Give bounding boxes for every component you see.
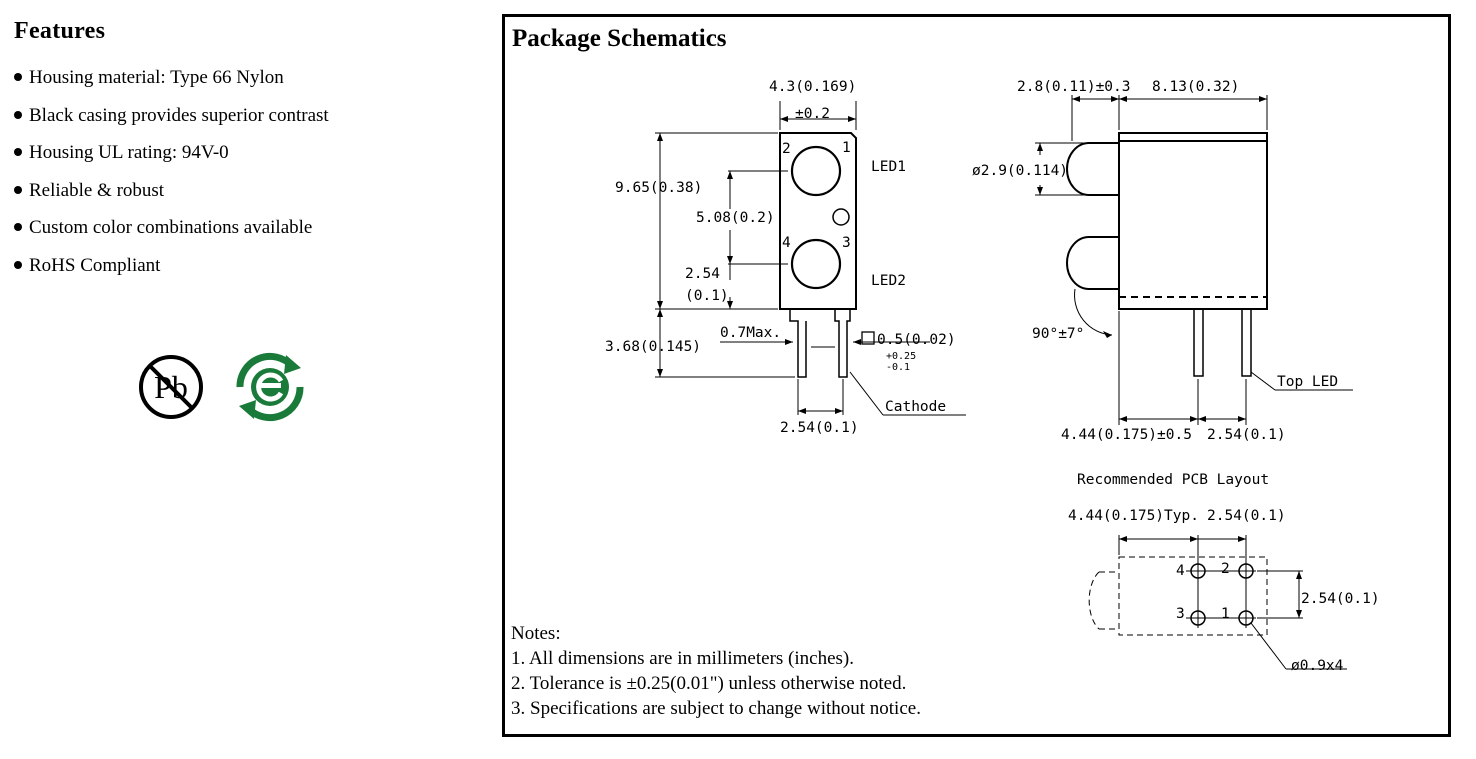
- side-view: [1035, 95, 1353, 425]
- front-lower-label-a: 2.54: [685, 266, 720, 282]
- front-lead-square-label: 0.5(0.02): [877, 332, 956, 348]
- front-height-label: 9.65(0.38): [615, 180, 702, 196]
- feature-item: Housing material: Type 66 Nylon: [14, 59, 484, 97]
- no-lead-icon: Pb: [139, 355, 203, 419]
- note-item: 2. Tolerance is ±0.25(0.01") unless othe…: [511, 673, 907, 694]
- pcb-pin-2: 2: [1221, 561, 1230, 577]
- front-lead-length-label: 3.68(0.145): [605, 339, 701, 355]
- side-led-bottom: [1066, 236, 1119, 290]
- front-lower-label-b: (0.1): [685, 288, 729, 304]
- front-cathode-label: Cathode: [885, 399, 946, 415]
- feature-item: Custom color combinations available: [14, 209, 484, 247]
- pcb-pin-3: 3: [1176, 606, 1185, 622]
- bullet-icon: [14, 260, 22, 269]
- front-width-label: 4.3(0.169): [769, 79, 856, 95]
- note-item: 1. All dimensions are in millimeters (in…: [511, 648, 854, 669]
- notes-block: Notes: 1. All dimensions are in millimet…: [511, 621, 921, 721]
- pcb-pitch-x-label: 2.54(0.1): [1207, 508, 1286, 524]
- features-list: Housing material: Type 66 Nylon Black ca…: [14, 59, 484, 284]
- side-led-top: [1066, 142, 1119, 196]
- bullet-icon: [14, 223, 22, 231]
- indicator-hole: [832, 208, 850, 226]
- led2-lens: [790, 238, 842, 290]
- feature-item: RoHS Compliant: [14, 247, 484, 285]
- notes-heading: Notes:: [511, 623, 561, 644]
- schematic-drawing: 4.3(0.169) ±0.2 9.65(0.38) 5.08(0.2) 2.5…: [605, 79, 1380, 674]
- front-view: [655, 101, 966, 416]
- front-width-tol-label: ±0.2: [795, 106, 830, 122]
- front-max-width-label: 0.7Max.: [720, 325, 781, 341]
- side-lead-offset-label: 4.44(0.175)±0.5: [1061, 427, 1192, 443]
- side-length-label: 8.13(0.32): [1152, 79, 1239, 95]
- pcb-outline: [1118, 556, 1268, 636]
- pcb-pitch-y-label: 2.54(0.1): [1301, 591, 1380, 607]
- dimension-arrows: [657, 96, 1302, 618]
- side-lead-right: [1241, 308, 1252, 377]
- feature-item: Housing UL rating: 94V-0: [14, 134, 484, 172]
- square-lead-icon: [861, 331, 875, 345]
- pcb-layout: [1088, 535, 1347, 670]
- pcb-holes-label: ø0.9x4: [1291, 658, 1344, 674]
- front-pin-4: 4: [782, 235, 791, 251]
- led1-lens: [790, 145, 842, 197]
- front-pin-2: 2: [782, 141, 791, 157]
- bullet-icon: [14, 185, 22, 194]
- front-pitch-label: 2.54(0.1): [780, 420, 859, 436]
- bullet-icon: [14, 73, 22, 81]
- green-e-recycle-icon: [236, 352, 304, 422]
- package-schematics-panel: Package Schematics: [502, 14, 1451, 737]
- led2-label: LED2: [871, 273, 906, 289]
- features-heading: Features: [14, 18, 106, 44]
- side-offset-label: 2.8(0.11)±0.3: [1017, 79, 1131, 95]
- front-spacing-label: 5.08(0.2): [696, 210, 775, 226]
- pcb-pin-1: 1: [1221, 606, 1230, 622]
- front-tol-plus-label: +0.25: [886, 351, 916, 362]
- front-housing: [779, 132, 857, 310]
- front-tol-minus-label: -0.1: [886, 362, 910, 373]
- pcb-title: Recommended PCB Layout: [1077, 472, 1269, 488]
- schematics-title: Package Schematics: [512, 25, 727, 52]
- front-lead-left: [789, 309, 807, 378]
- compliance-badges: Pb: [139, 352, 304, 422]
- side-top-led-label: Top LED: [1277, 374, 1338, 390]
- front-pin-3: 3: [842, 235, 851, 251]
- features-section: Features Housing material: Type 66 Nylon…: [14, 18, 484, 284]
- note-item: 3. Specifications are subject to change …: [511, 698, 921, 719]
- side-diameter-label: ø2.9(0.114): [972, 163, 1068, 179]
- pcb-typ-label: 4.44(0.175)Typ.: [1068, 508, 1199, 524]
- feature-item: Reliable & robust: [14, 172, 484, 210]
- front-lead-right: [834, 309, 851, 378]
- pcb-pin-4: 4: [1176, 563, 1185, 579]
- bullet-icon: [14, 110, 22, 119]
- side-housing: [1118, 132, 1268, 310]
- bullet-icon: [14, 148, 22, 156]
- side-angle-label: 90°±7°: [1032, 326, 1084, 342]
- feature-item: Black casing provides superior contrast: [14, 97, 484, 135]
- side-lead-left: [1193, 308, 1204, 377]
- led1-label: LED1: [871, 159, 906, 175]
- side-lead-pitch-label: 2.54(0.1): [1207, 427, 1286, 443]
- front-pin-1: 1: [842, 140, 851, 156]
